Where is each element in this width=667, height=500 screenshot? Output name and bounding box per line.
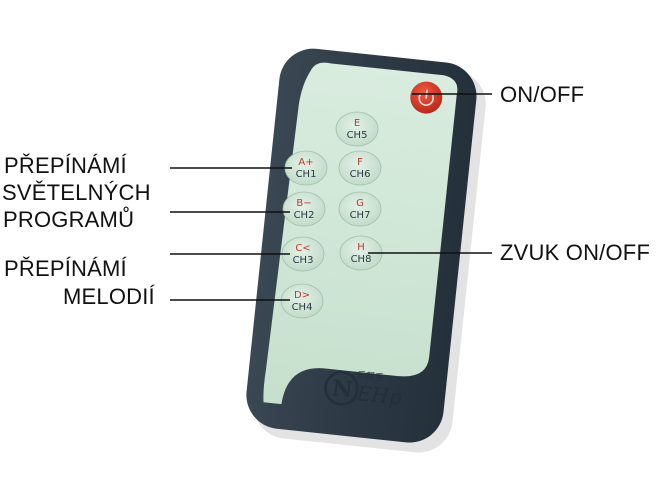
button-ch7-top: G [356, 198, 364, 209]
leader-lines [170, 93, 492, 301]
button-ch3-bottom: CH3 [293, 255, 314, 266]
button-ch5-top: E [354, 118, 360, 129]
button-ch4-top: D> [294, 290, 310, 301]
button-ch8-top: H [357, 242, 365, 253]
keypad: E CH5 A+ CH1 F CH6 B− CH2 G CH7 C< CH3 [280, 111, 383, 319]
button-ch5-bottom: CH5 [347, 130, 368, 141]
button-ch2-top: B− [296, 198, 311, 209]
button-ch7-bottom: CH7 [350, 210, 371, 221]
svg-text:N: N [331, 375, 354, 403]
label-on-off: ON/OFF [500, 82, 585, 107]
button-ch4[interactable]: D> CH4 [280, 283, 324, 319]
brand-logo: N EHp 乐帮手 [324, 369, 403, 410]
button-ch2[interactable]: B− CH2 [282, 191, 326, 227]
svg-text:EHp: EHp [355, 381, 403, 410]
button-ch6-top: F [357, 157, 363, 168]
label-light-programs-line1: PŘEPÍNÁMÍ [4, 153, 127, 178]
power-button[interactable] [409, 80, 444, 115]
button-ch8-bottom: CH8 [351, 254, 372, 265]
button-ch4-bottom: CH4 [292, 302, 313, 313]
svg-text:乐帮手: 乐帮手 [356, 369, 384, 384]
button-ch6-bottom: CH6 [350, 169, 371, 180]
label-sound-on-off: ZVUK ON/OFF [500, 240, 651, 265]
button-ch8[interactable]: H CH8 [339, 235, 383, 271]
button-ch3-top: C< [295, 243, 310, 254]
button-ch1-bottom: CH1 [296, 169, 317, 180]
label-melodies-line1: PŘEPÍNÁMÍ [4, 256, 127, 281]
label-light-programs-line3: PROGRAMŮ [3, 207, 135, 232]
label-light-programs-line2: SVĚTELNÝCH [2, 180, 151, 205]
button-ch5[interactable]: E CH5 [335, 111, 379, 147]
label-melodies-line2: MELODIÍ [63, 284, 155, 309]
button-ch7[interactable]: G CH7 [338, 191, 382, 227]
button-ch6[interactable]: F CH6 [338, 150, 382, 186]
button-ch1-top: A+ [298, 157, 313, 168]
remote-face [263, 62, 458, 405]
button-ch2-bottom: CH2 [294, 210, 315, 221]
